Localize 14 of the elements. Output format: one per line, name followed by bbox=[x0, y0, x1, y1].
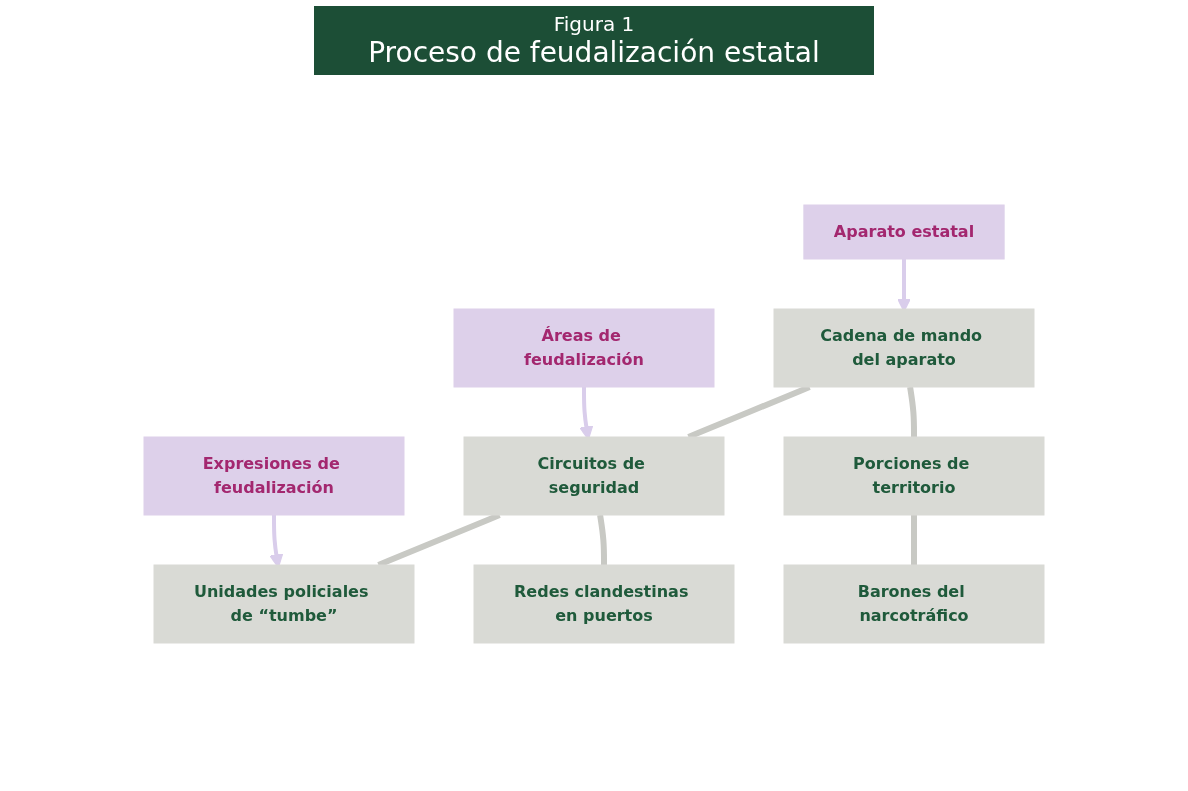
node-box: Aparato estatal bbox=[803, 204, 1005, 260]
figure-number: Figura 1 bbox=[552, 12, 636, 36]
connector bbox=[597, 514, 607, 565]
node-box: Circuitos de seguridad bbox=[463, 436, 725, 516]
title: Proceso de feudalización estatal bbox=[367, 36, 821, 69]
connector bbox=[907, 386, 917, 437]
node-box: Porciones de territorio bbox=[783, 436, 1045, 516]
node-box: Redes clandestinas en puertos bbox=[473, 564, 735, 644]
node-box: Áreas de feudalización bbox=[453, 308, 715, 388]
node-box: Unidades policiales de “tumbe” bbox=[153, 564, 415, 644]
node-box: Barones del narcotráfico bbox=[783, 564, 1045, 644]
connector bbox=[911, 515, 917, 565]
node-box: Expresiones de feudalización bbox=[143, 436, 405, 516]
node-box: Cadena de mando del aparato bbox=[773, 308, 1035, 388]
